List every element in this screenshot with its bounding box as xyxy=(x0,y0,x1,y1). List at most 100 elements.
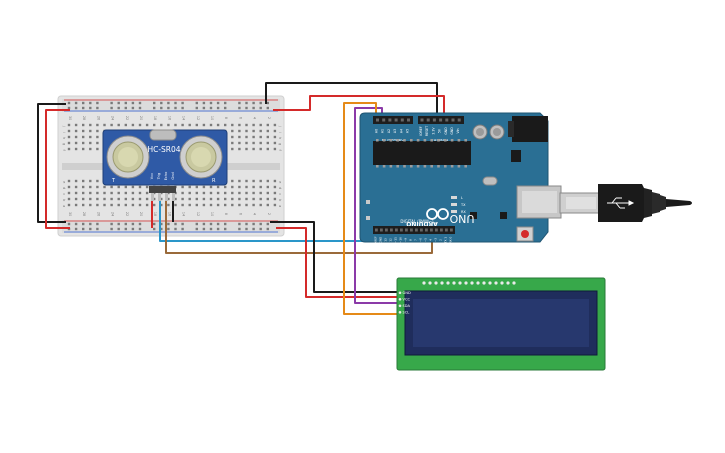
breadboard-row-label: i xyxy=(278,132,282,133)
digital-pin-label: ~11 xyxy=(394,237,398,243)
wire-red-top[interactable] xyxy=(273,95,445,118)
usb-icon xyxy=(607,197,635,209)
breadboard-row-label: j xyxy=(62,125,66,127)
arduino-infinity-icon xyxy=(426,208,449,220)
breadboard-column-labels: 3030282826262424222220201818161614141212… xyxy=(68,116,271,216)
analog-pin-label: A3 xyxy=(393,129,397,133)
wire-brown-echo[interactable] xyxy=(165,200,433,254)
sensor-pin-label: Trig xyxy=(157,173,161,180)
analog-pin-label: A0 xyxy=(375,129,379,133)
sensor-model-label: HC-SR04 xyxy=(147,145,180,154)
breadboard-row-label: c xyxy=(278,193,282,195)
crystal-oscillator xyxy=(149,129,177,141)
microcontroller-chip xyxy=(373,141,471,165)
digital-pin-label: ~9 xyxy=(404,238,408,242)
breadboard-col-label: 30 xyxy=(68,212,72,216)
breadboard-row-label: a xyxy=(62,205,66,207)
breadboard-row-label: b xyxy=(278,199,282,202)
breadboard-col-label: 28 xyxy=(82,116,86,120)
breadboard-col-label: 14 xyxy=(182,212,186,216)
wire-red-left[interactable] xyxy=(45,109,70,229)
breadboard-col-label: 12 xyxy=(196,212,200,216)
digital-pin-label: GND xyxy=(379,237,383,243)
breadboard-col-label: 20 xyxy=(139,116,143,120)
power-pin-label: GND xyxy=(444,127,448,135)
breadboard-col-label: 22 xyxy=(125,212,129,216)
power-jack xyxy=(512,116,548,142)
digital-pin-label: 2 xyxy=(439,239,443,241)
transducer-right xyxy=(179,135,223,179)
breadboard-row-label: e xyxy=(278,181,282,184)
analog-pin-label: A4 xyxy=(399,129,403,133)
power-label: POWER xyxy=(433,138,448,143)
digital-pin-label: ~10 xyxy=(399,237,403,243)
breadboard-col-label: 8 xyxy=(224,117,228,119)
analog-pin-label: A5 xyxy=(406,129,410,133)
breadboard-col-label: 10 xyxy=(210,212,214,216)
breadboard-row-label: f xyxy=(278,150,282,152)
digital-label: DIGITAL (PWM~) xyxy=(400,219,434,224)
uno-label: UNO xyxy=(449,212,474,225)
wire-red-lcd[interactable] xyxy=(276,227,397,298)
wires xyxy=(37,82,445,315)
analog-pin-label: A1 xyxy=(381,129,385,133)
breadboard-col-label: 28 xyxy=(82,212,86,216)
breadboard-col-label: 16 xyxy=(167,116,171,120)
sensor-r-mark: R xyxy=(212,178,216,184)
breadboard-row-label: d xyxy=(62,187,66,189)
voltage-regulator xyxy=(511,150,521,162)
power-pin-label: 5V xyxy=(438,128,442,133)
breadboard-row-label: h xyxy=(278,137,282,139)
breadboard-row-label: e xyxy=(62,181,66,184)
breadboard-row-label: d xyxy=(278,187,282,189)
sensor-pin-label: Echo xyxy=(164,172,168,181)
wire-purple-sda[interactable] xyxy=(354,107,397,304)
digital-pin-label: AREF xyxy=(374,236,378,244)
power-pin-label: IOREF xyxy=(419,126,423,136)
breadboard-col-label: 20 xyxy=(139,212,143,216)
breadboard-col-label: 18 xyxy=(153,116,157,120)
breadboard-row-label: h xyxy=(62,137,66,139)
digital-pin-label: RX 0 xyxy=(449,237,453,244)
breadboard-row-label: i xyxy=(62,132,66,133)
lcd-pin-label: SCL xyxy=(403,311,410,315)
breadboard-row-label: j xyxy=(278,125,282,127)
transducer-left xyxy=(106,135,150,179)
wire-black-top[interactable] xyxy=(265,82,438,118)
led-l-label: L xyxy=(461,196,463,200)
breadboard-col-label: 2 xyxy=(267,213,271,215)
led-rx xyxy=(451,210,457,213)
breadboard-col-label: 12 xyxy=(196,116,200,120)
power-pin-label: Vin xyxy=(456,128,460,133)
lcd-pin-label: SDA xyxy=(403,304,411,308)
digital-pin-label: ~3 xyxy=(434,238,438,242)
usb-cable[interactable] xyxy=(559,184,692,222)
breadboard-col-label: 26 xyxy=(96,116,100,120)
breadboard-col-label: 30 xyxy=(68,116,72,120)
analog-header[interactable] xyxy=(373,116,413,124)
power-pin-label: 3.3V xyxy=(431,127,435,135)
digital-pin-label: TX 1 xyxy=(444,237,448,245)
wire-orange-scl[interactable] xyxy=(343,102,397,315)
breadboard-row-label: b xyxy=(62,199,66,202)
sensor-pin-label: Vcc xyxy=(150,173,154,179)
digital-header[interactable] xyxy=(373,226,455,234)
wire-black-left[interactable] xyxy=(37,103,66,223)
breadboard-col-label: 8 xyxy=(224,213,228,215)
led-l xyxy=(451,196,457,199)
breadboard-col-label: 24 xyxy=(111,212,115,216)
led-tx xyxy=(451,203,457,206)
digital-pin-label: 12 xyxy=(389,238,393,242)
crystal xyxy=(482,176,498,186)
breadboard-col-label: 22 xyxy=(125,116,129,120)
breadboard-col-label: 4 xyxy=(253,213,257,215)
analog-pin-label: A2 xyxy=(387,129,391,133)
power-pin-label: RESET xyxy=(425,126,429,136)
led-tx-label: TX xyxy=(460,203,466,207)
breadboard-col-label: 24 xyxy=(111,116,115,120)
